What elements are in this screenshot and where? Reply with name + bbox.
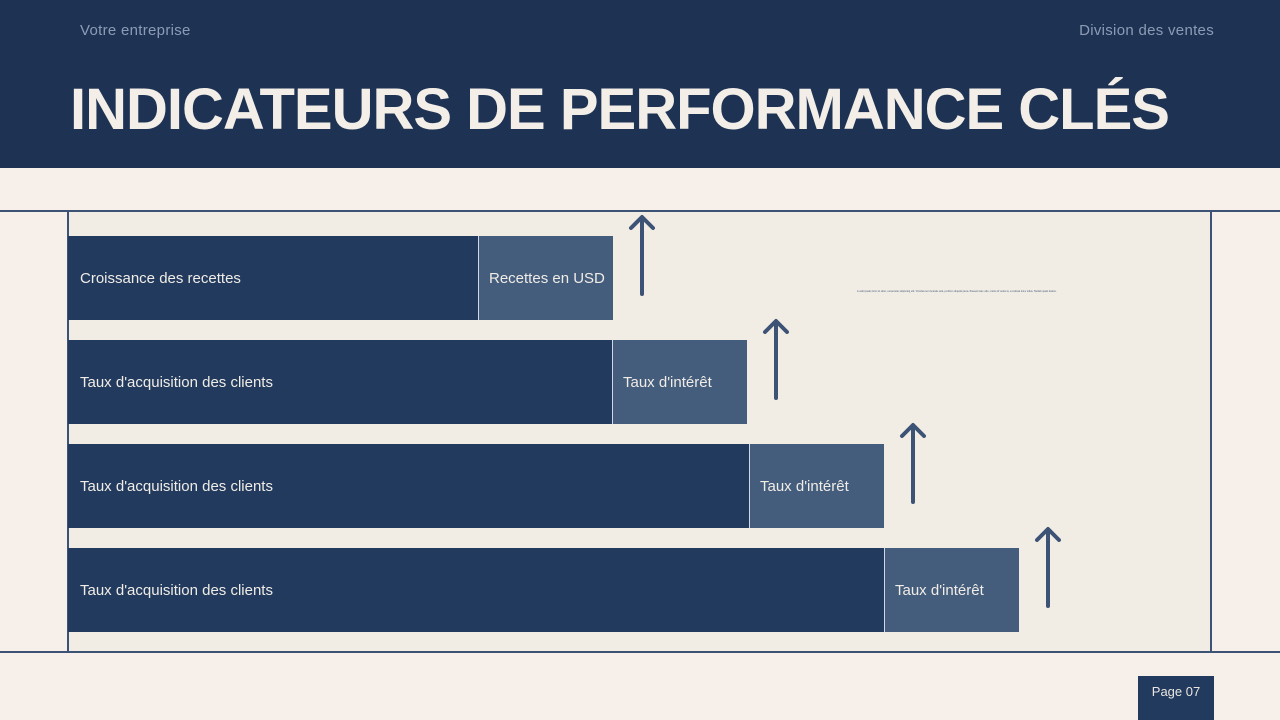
kpi-bar-secondary-segment: Taux d'intérêt <box>612 340 747 424</box>
company-name: Votre entreprise <box>80 22 191 39</box>
page-title: INDICATEURS DE PERFORMANCE CLÉS <box>70 77 1170 142</box>
frame-rule-left <box>67 210 69 652</box>
frame-rule-right <box>1210 210 1212 652</box>
division-name: Division des ventes <box>1079 22 1214 39</box>
trend-up-arrow-icon <box>898 416 928 504</box>
trend-up-arrow-icon <box>761 312 791 400</box>
trend-up-arrow-icon <box>627 208 657 296</box>
kpi-bar-secondary-segment: Recettes en USD <box>478 236 613 320</box>
kpi-bar-primary-segment: Taux d'acquisition des clients <box>68 548 884 632</box>
frame-rule-bottom <box>0 651 1280 653</box>
kpi-bar-secondary-segment: Taux d'intérêt <box>884 548 1019 632</box>
kpi-bar-primary-segment: Croissance des recettes <box>68 236 478 320</box>
kpi-bar-primary-segment: Taux d'acquisition des clients <box>68 340 612 424</box>
page-number-badge: Page 07 <box>1138 676 1214 720</box>
slide-header: Votre entreprise Division des ventes IND… <box>0 0 1280 168</box>
frame-rule-top <box>0 210 1280 212</box>
kpi-bar-secondary-segment: Taux d'intérêt <box>749 444 884 528</box>
description-paragraph: Lorem ipsum dolor sit amet, consectetur … <box>857 290 1057 293</box>
trend-up-arrow-icon <box>1033 520 1063 608</box>
kpi-bar-primary-segment: Taux d'acquisition des clients <box>68 444 749 528</box>
